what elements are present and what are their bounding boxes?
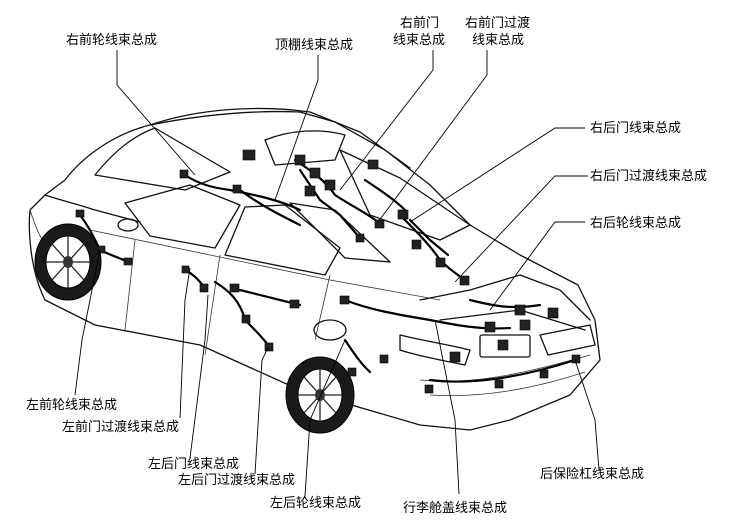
label-left-rear-door: 左后门线束总成	[148, 457, 239, 472]
label-rear-bumper: 后保险杠线束总成	[540, 466, 644, 482]
label-right-front-door-trans-line1: 右前门过渡	[465, 15, 530, 31]
label-trunk-lid: 行李舱盖线束总成	[403, 501, 507, 516]
label-right-front-door-trans-line2: 线束总成	[472, 33, 524, 48]
label-left-rear-door-trans: 左后门过渡线束总成	[178, 472, 295, 488]
label-right-front-door-line1: 右前门	[400, 15, 439, 31]
label-right-rear-wheel: 右后轮线束总成	[590, 216, 681, 231]
label-right-front-door-line2: 线束总成	[393, 33, 445, 48]
front-wheel	[34, 223, 102, 301]
label-left-front-wheel: 左前轮线束总成	[26, 397, 117, 413]
label-right-rear-door: 右后门线束总成	[590, 121, 681, 136]
connectors	[75, 149, 581, 394]
rear-wheel	[285, 356, 355, 434]
label-right-front-wheel: 右前轮线束总成	[66, 32, 157, 48]
leader-lines	[74, 50, 600, 497]
label-roof: 顶棚线束总成	[275, 38, 353, 53]
label-left-front-door-trans: 左前门过渡线束总成	[62, 419, 179, 435]
label-left-rear-wheel: 左后轮线束总成	[270, 496, 361, 511]
label-right-rear-door-trans: 右后门过渡线束总成	[590, 168, 707, 184]
labels: 右前轮线束总成 顶棚线束总成 右前门 线束总成 右前门过渡 线束总成 右后门线束…	[26, 15, 707, 516]
